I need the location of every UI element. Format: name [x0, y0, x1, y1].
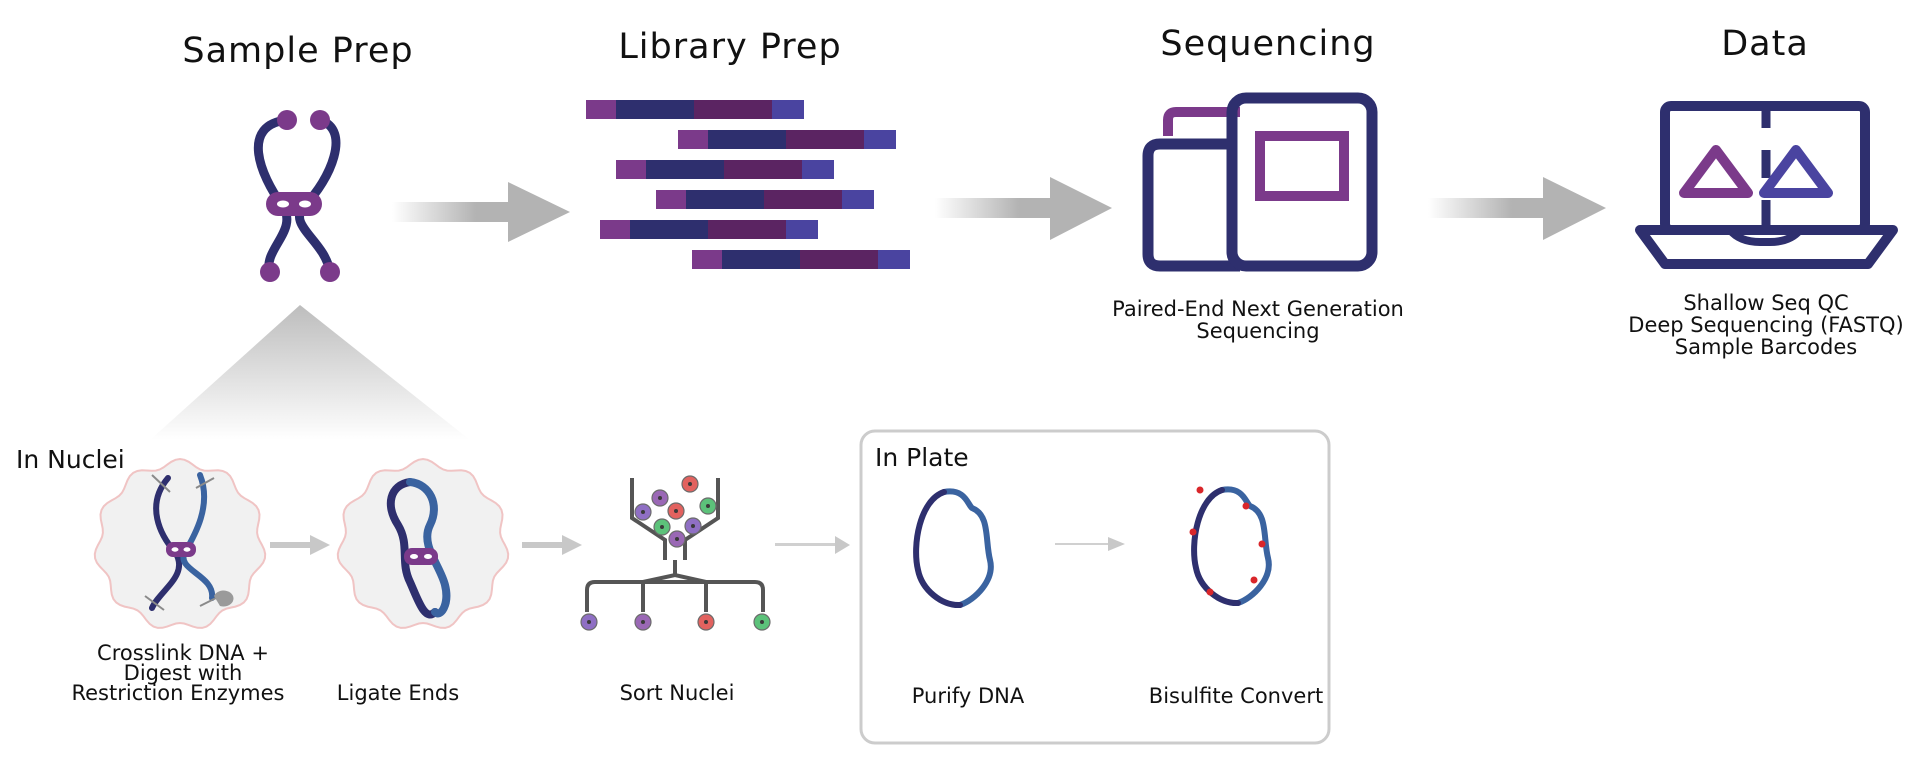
read-3-segment-3 — [724, 160, 802, 179]
read-6-segment-3 — [800, 250, 878, 269]
bisulfite-caption: Bisulfite Convert — [1149, 684, 1323, 708]
nucleus-cell-dot — [641, 620, 645, 624]
stage-title-data: Data — [1721, 24, 1809, 64]
read-6-segment-4 — [878, 250, 910, 269]
nucleus-cell-dot — [587, 620, 591, 624]
read-5-segment-4 — [786, 220, 818, 239]
nucleus-cell-dot — [704, 620, 708, 624]
read-5-segment-2 — [630, 220, 708, 239]
nucleus-cell-dot — [674, 509, 678, 513]
crosslink-caption-line-1: Crosslink DNA + — [97, 641, 269, 665]
sort-nuclei-caption: Sort Nuclei — [620, 681, 735, 705]
zoom-funnel — [150, 305, 470, 440]
nucleus-cell-dot — [641, 510, 645, 514]
read-1-segment-1 — [586, 100, 616, 119]
read-1-segment-4 — [772, 100, 804, 119]
read-2-segment-1 — [678, 130, 708, 149]
arrow-sample-to-library — [392, 182, 570, 242]
nucleus-cell-dot — [660, 525, 664, 529]
read-1-segment-3 — [694, 100, 772, 119]
bisulfite-dna-loop-icon — [1189, 486, 1272, 606]
purified-dna-loop-icon — [913, 488, 994, 608]
arrow-purify-to-bisulfite — [1055, 537, 1125, 551]
ligate-caption: Ligate Ends — [337, 681, 459, 705]
nucleus-crosslink-icon — [93, 457, 267, 629]
read-4-segment-3 — [764, 190, 842, 209]
nucleus-cell-dot — [706, 504, 710, 508]
read-2-segment-4 — [864, 130, 896, 149]
read-4-segment-4 — [842, 190, 874, 209]
read-5-segment-3 — [708, 220, 786, 239]
sort-nuclei-icon — [580, 475, 771, 631]
nucleus-cell-dot — [691, 524, 695, 528]
read-3-segment-4 — [802, 160, 834, 179]
crosslink-caption-line-3: Restriction Enzymes — [71, 681, 284, 705]
read-2-segment-2 — [708, 130, 786, 149]
in-nuclei-label: In Nuclei — [16, 445, 125, 474]
arrow-sequencing-to-data — [1428, 177, 1606, 240]
sequencer-instrument-icon — [1142, 92, 1378, 272]
stage-title-sequencing: Sequencing — [1160, 24, 1375, 64]
read-3-segment-1 — [616, 160, 646, 179]
stage-title-sample-prep: Sample Prep — [182, 31, 413, 71]
read-6-segment-2 — [722, 250, 800, 269]
data-caption-line-1: Shallow Seq QC — [1683, 291, 1848, 315]
nucleus-cell-dot — [760, 620, 764, 624]
stage-title-library-prep: Library Prep — [618, 27, 841, 67]
data-caption-line-2: Deep Sequencing (FASTQ) — [1628, 313, 1903, 337]
sequencing-caption-line-1: Paired-End Next Generation — [1112, 297, 1404, 321]
read-4-segment-2 — [686, 190, 764, 209]
nucleus-cell-dot — [675, 537, 679, 541]
in-plate-panel — [859, 429, 1331, 745]
arrow-library-to-sequencing — [935, 177, 1112, 240]
read-3-segment-2 — [646, 160, 724, 179]
read-4-segment-1 — [656, 190, 686, 209]
read-5-segment-1 — [600, 220, 630, 239]
read-6-segment-1 — [692, 250, 722, 269]
crosslink-caption-line-2: Digest with — [124, 661, 243, 685]
nucleus-ligate-icon — [336, 457, 510, 629]
read-1-segment-2 — [616, 100, 694, 119]
chromatin-loop-icon — [253, 110, 341, 282]
sequencing-caption-line-2: Sequencing — [1196, 319, 1319, 343]
read-2-segment-3 — [786, 130, 864, 149]
purify-dna-caption: Purify DNA — [912, 684, 1025, 708]
arrow-sort-to-plate — [775, 536, 850, 554]
nucleus-cell-dot — [688, 482, 692, 486]
sequencing-reads-icon — [586, 100, 910, 269]
arrow-ligate-to-sort — [522, 535, 582, 555]
laptop-data-icon — [1635, 101, 1898, 269]
arrow-crosslink-to-ligate — [270, 535, 330, 555]
data-caption-line-3: Sample Barcodes — [1675, 335, 1857, 359]
nucleus-cell-dot — [658, 496, 662, 500]
in-plate-label: In Plate — [875, 443, 969, 472]
